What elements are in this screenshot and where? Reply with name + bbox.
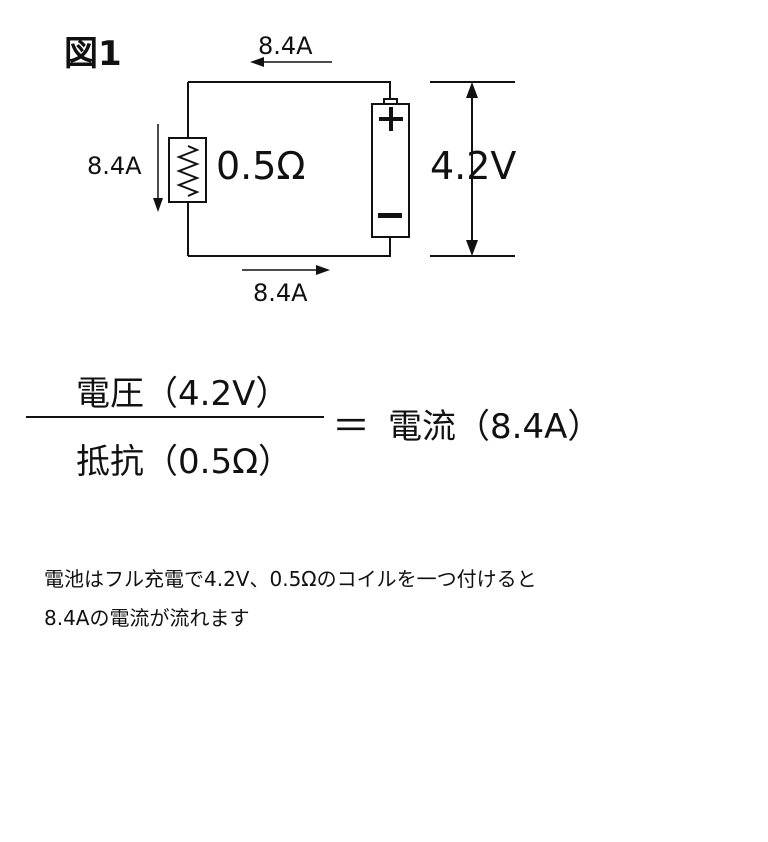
resistor-icon [168,137,207,203]
battery-plus-v [389,107,393,131]
formula-numerator: 電圧（4.2V） [76,374,290,414]
note-line-2: 8.4Aの電流が流れます [44,606,250,630]
voltage-arrow-up-head [466,82,478,98]
wire-bottom [188,237,391,257]
figure-label: 図1 [64,34,122,74]
current-label-left: 8.4A [87,152,142,180]
current-label-top: 8.4A [258,32,313,60]
voltage-label: 4.2V [430,144,517,188]
voltage-arrow-down-head [466,240,478,256]
resistor-zigzag [176,145,200,197]
resistance-label: 0.5Ω [216,144,306,188]
equals-sign: ＝ [332,404,371,448]
circuit-diagram [153,57,515,275]
wire-top [188,81,391,99]
formula-result: 電流（8.4A） [388,407,602,447]
note-line-1: 電池はフル充電で4.2V、0.5Ωのコイルを一つ付けると [44,567,537,591]
battery-minus [378,213,402,218]
fraction-bar [26,416,324,418]
current-arrow-bottom-head [316,265,330,275]
current-arrow-top-head [250,57,264,67]
formula-denominator: 抵抗（0.5Ω） [76,442,293,482]
current-arrow-left-head [153,198,163,212]
current-label-bottom: 8.4A [253,279,308,307]
